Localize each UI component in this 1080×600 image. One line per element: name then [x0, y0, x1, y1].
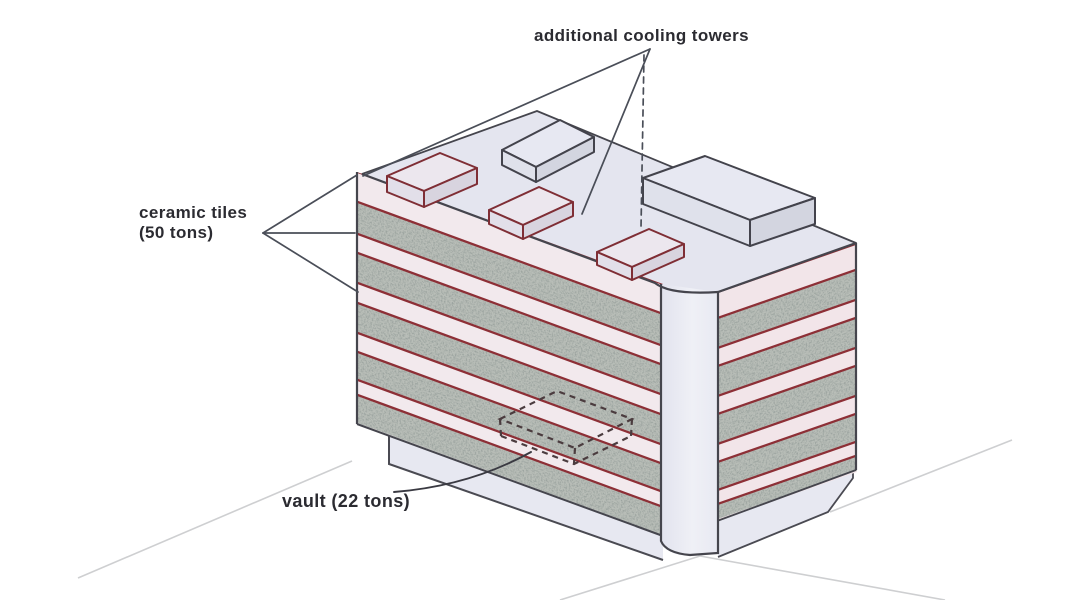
cooling-tower-back [501, 119, 595, 183]
leader-ceramic-1 [262, 174, 358, 234]
leader-lines [262, 48, 651, 493]
leader-cooling-dashed [640, 54, 645, 229]
cooling-tower-small-3 [596, 228, 685, 281]
roof-front-edges [361, 172, 857, 294]
vault-dashed-outline [497, 389, 635, 466]
leader-cooling-1 [362, 48, 651, 177]
leader-ceramic-3 [262, 232, 359, 293]
ground-lines [77, 439, 1013, 600]
leader-cooling-2 [581, 48, 651, 215]
front-face-edges [355, 172, 664, 537]
right-tile-face [717, 243, 857, 521]
leader-vault-curve [393, 451, 532, 493]
label-vault: vault (22 tons) [282, 491, 411, 511]
corner-column [659, 284, 720, 557]
label-ceramic-tiles: ceramic tiles (50 tons) [139, 203, 248, 242]
cooling-tower-large [642, 155, 816, 247]
right-face-edges [716, 243, 858, 522]
cooling-tower-small-2 [488, 186, 574, 240]
label-additional-cooling-towers: additional cooling towers [534, 26, 749, 45]
cooling-tower-small-1 [386, 152, 478, 208]
